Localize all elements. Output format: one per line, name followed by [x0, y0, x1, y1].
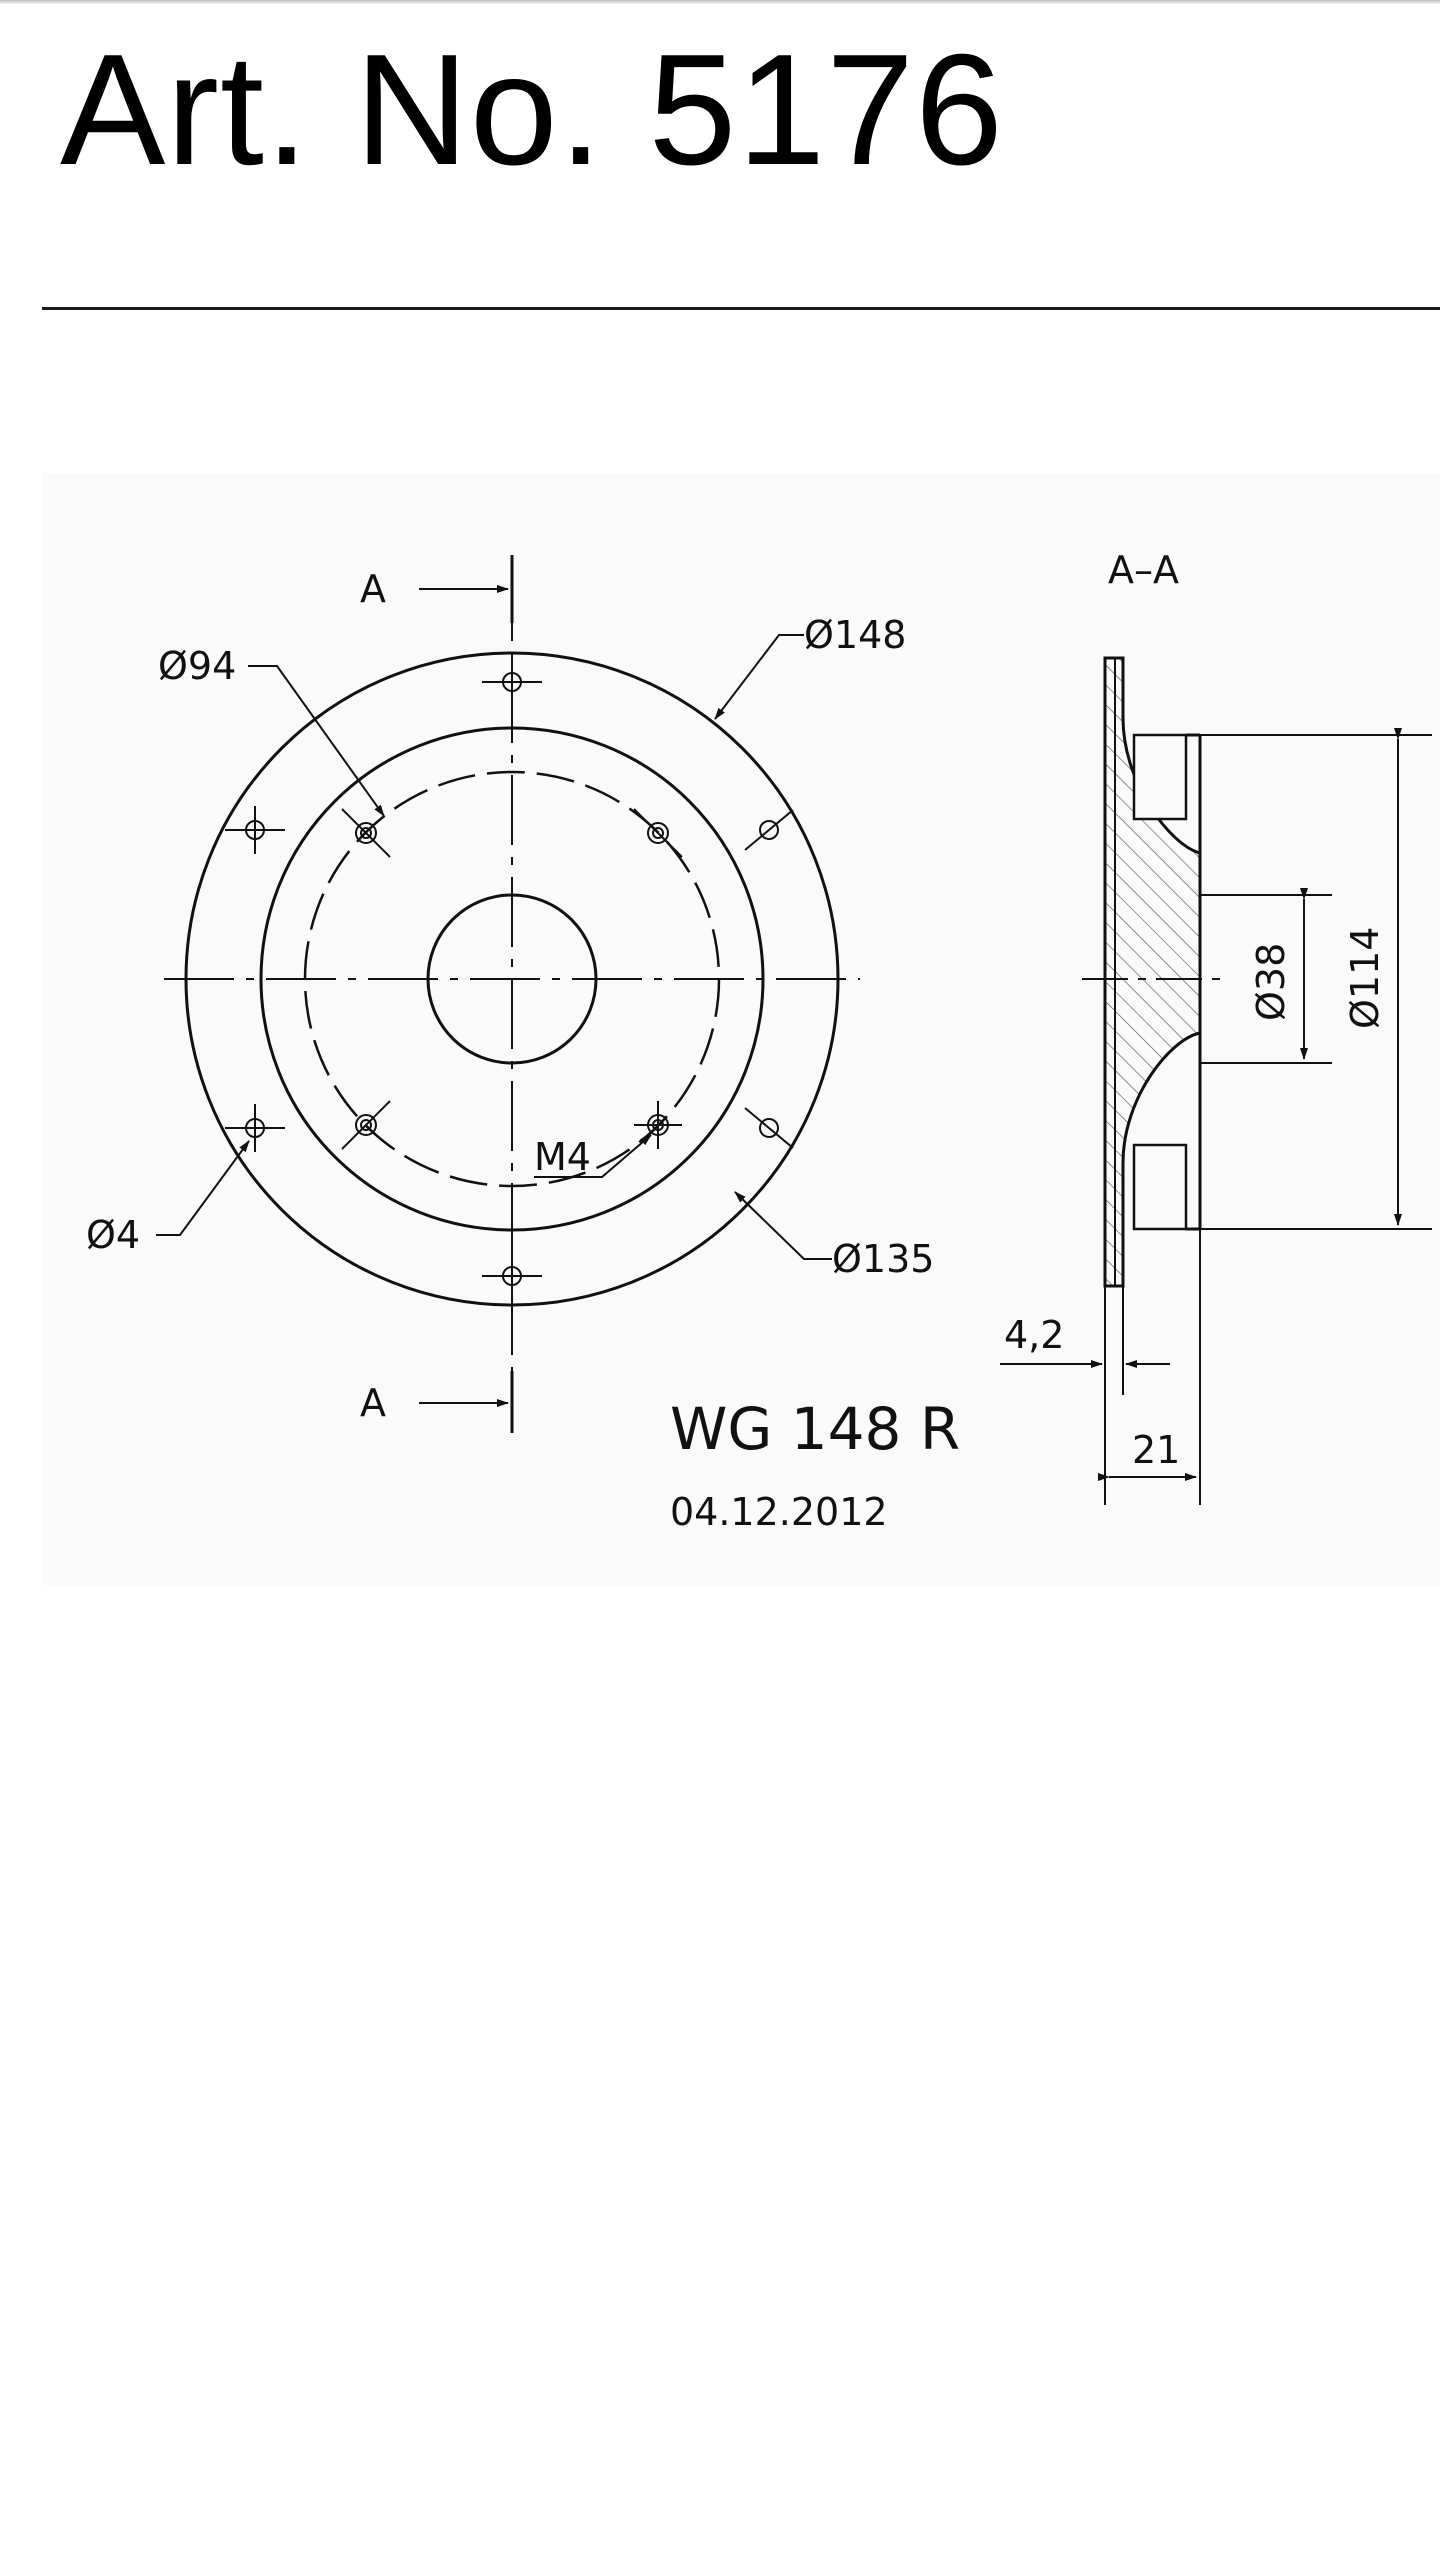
leader-ring [248, 665, 385, 817]
leader-bolt-circle [734, 1191, 832, 1260]
dim-outer-diameter: Ø148 [804, 613, 906, 657]
leader-outer [714, 634, 804, 720]
dim-thread: M4 [534, 1135, 591, 1179]
section-view [1000, 656, 1432, 1505]
technical-drawing: A A A–A Ø148 Ø94 Ø4 M4 Ø135 Ø38 Ø114 4,2… [42, 473, 1440, 1585]
model-name: WG 148 R [670, 1395, 960, 1463]
section-mark-top: A [360, 567, 386, 611]
drawing-date: 04.12.2012 [670, 1490, 888, 1534]
section-mark-bottom: A [360, 1381, 386, 1425]
threaded-holes [341, 808, 683, 1150]
leader-thread [534, 1134, 652, 1178]
dim-body-diameter: Ø114 [1343, 927, 1387, 1029]
drawing-canvas: A A A–A Ø148 Ø94 Ø4 M4 Ø135 Ø38 Ø114 4,2… [86, 548, 1432, 1534]
top-shadow-line [0, 0, 1440, 4]
dim-bore-diameter: Ø38 [1249, 943, 1293, 1021]
leader-hole [156, 1140, 250, 1236]
title-divider [42, 307, 1440, 310]
dim-ring-diameter: Ø94 [158, 644, 236, 688]
dim-flange-thickness: 4,2 [1004, 1313, 1064, 1357]
section-view-label: A–A [1108, 548, 1179, 592]
dim-depth: 21 [1132, 1428, 1180, 1472]
dim-hole-diameter: Ø4 [86, 1213, 140, 1257]
mounting-holes [225, 658, 794, 1300]
page-title: Art. No. 5176 [60, 22, 1004, 198]
dim-bolt-circle: Ø135 [832, 1237, 934, 1281]
